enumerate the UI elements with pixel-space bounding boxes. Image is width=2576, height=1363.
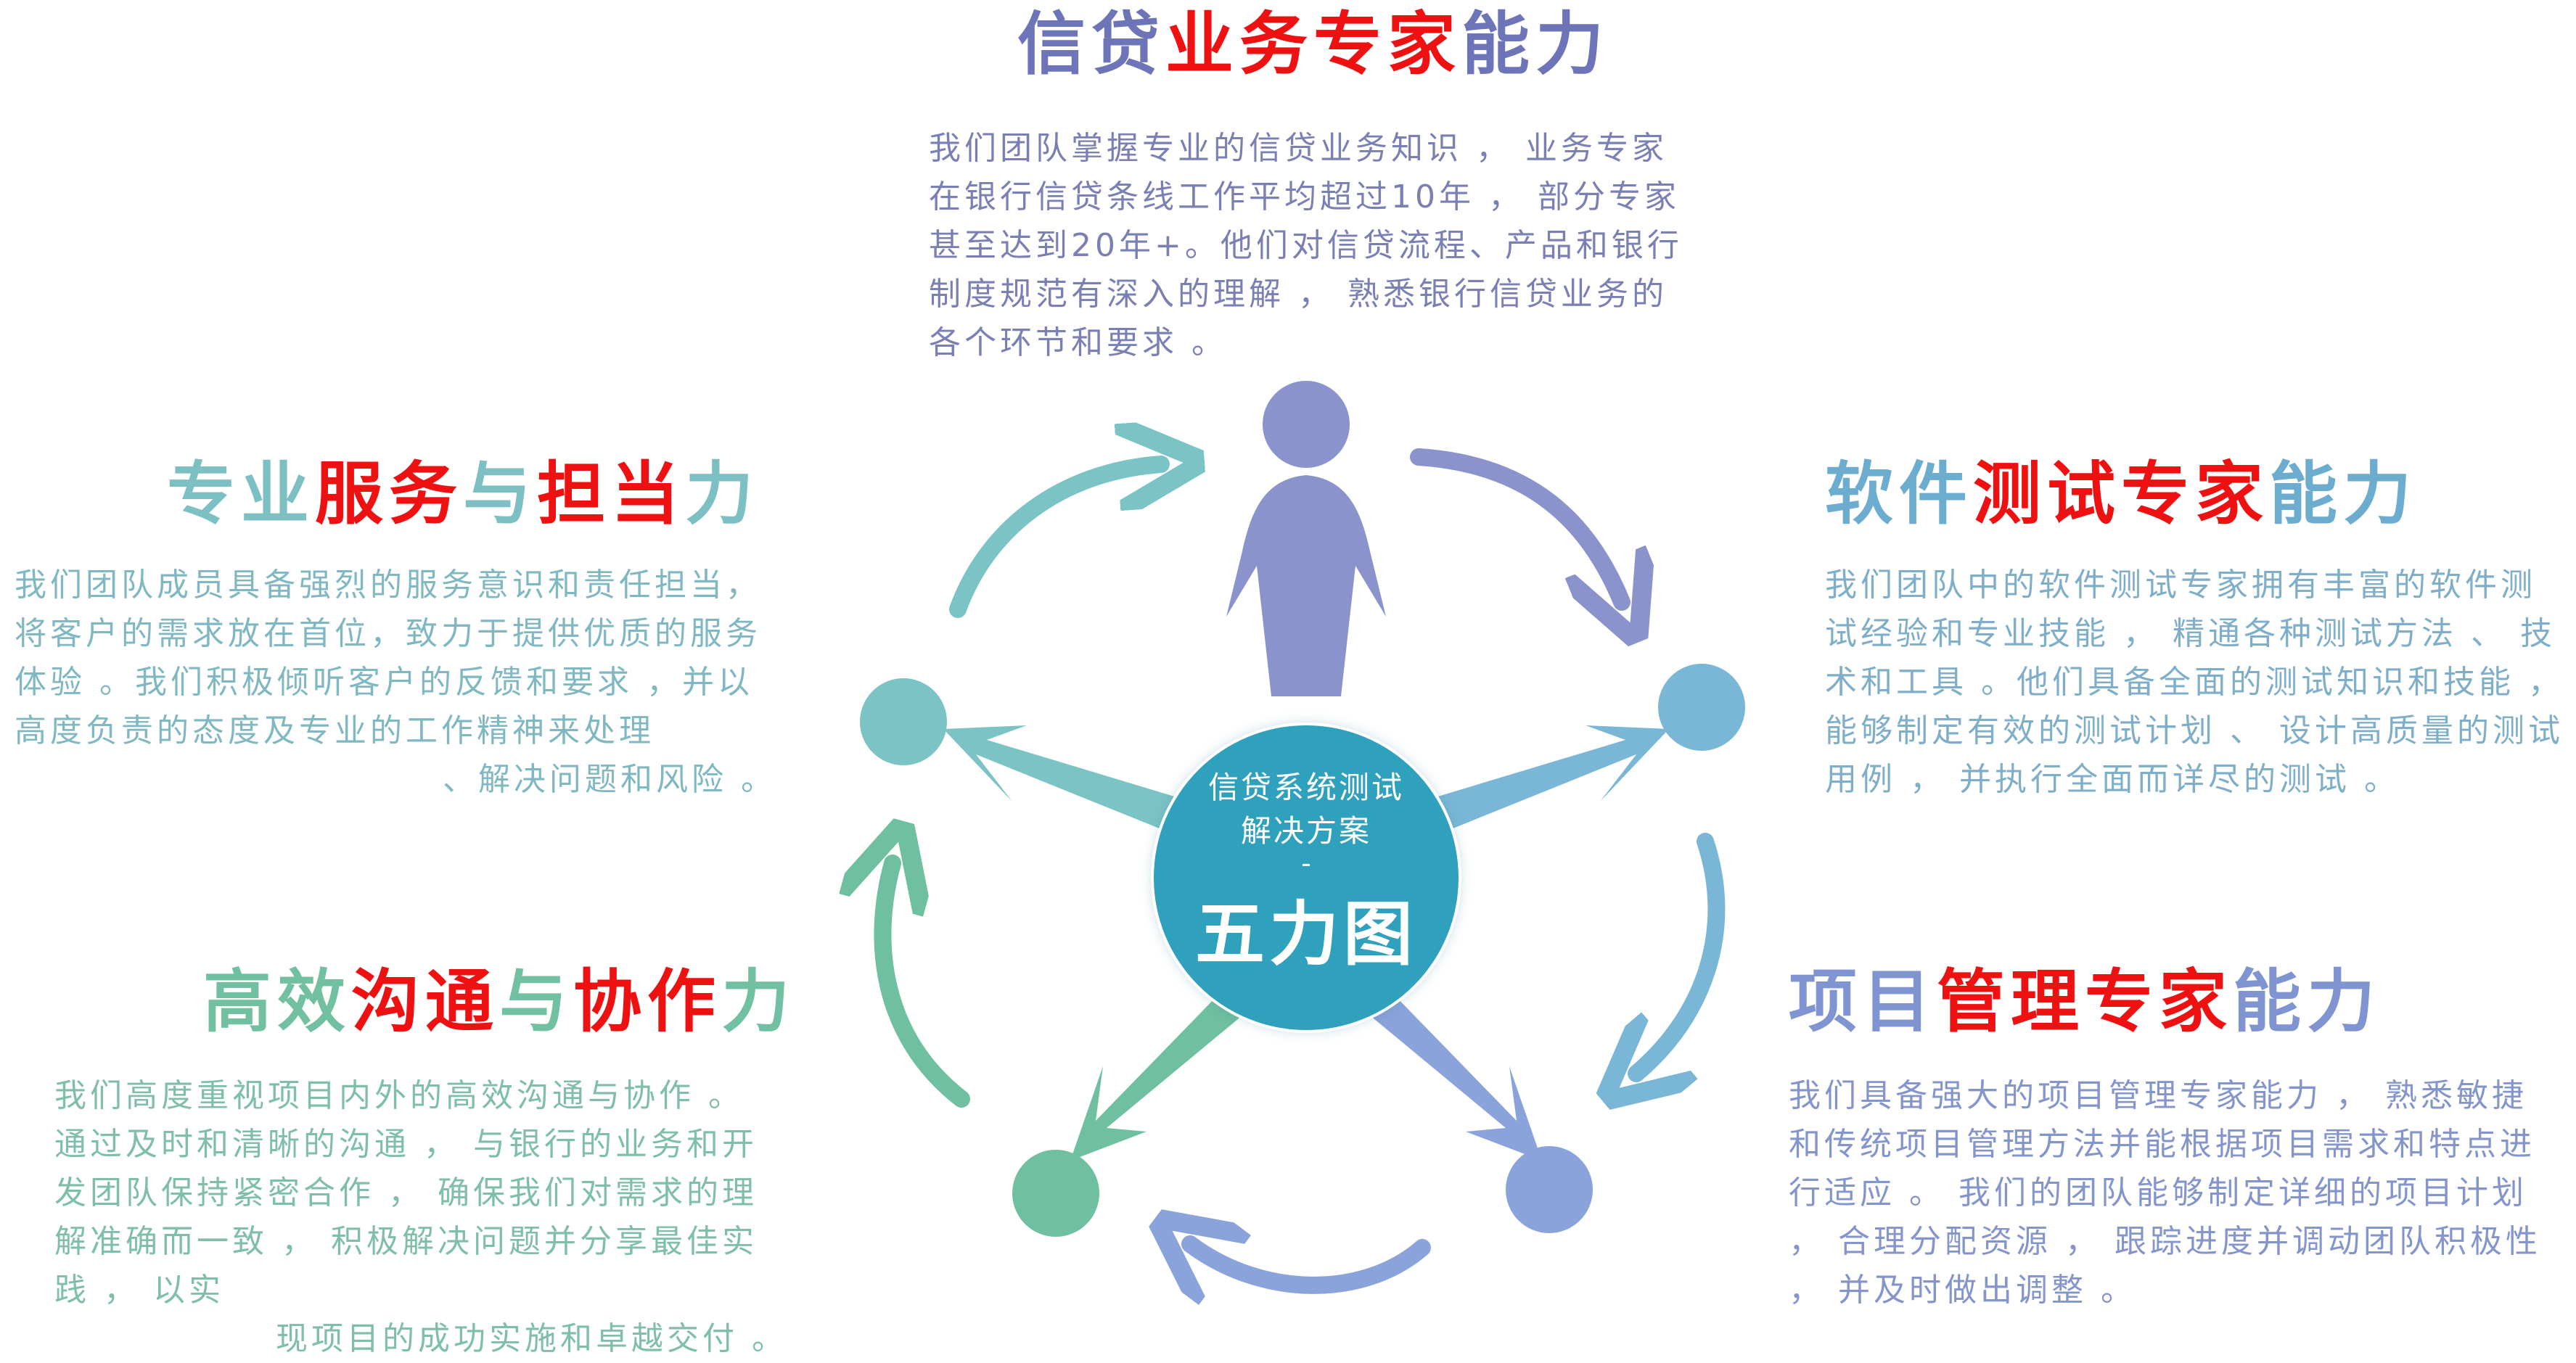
hub-line-1: 信贷系统测试	[1207, 770, 1404, 805]
block-body: 我们团队掌握专业的信贷业务知识 ， 业务专家在银行信贷条线工作平均超过10年 ，…	[929, 130, 1683, 362]
block-body: 我们具备强大的项目管理专家能力 ， 熟悉敏捷和传统项目管理方法并能根据项目需求和…	[1789, 1077, 2541, 1309]
node-left	[860, 678, 947, 765]
hub-title: 五力图	[1195, 894, 1417, 975]
block-body-last: 、解决问题和风险 。	[443, 761, 776, 799]
block-communication: 高效沟通与协作力 我们高度重视项目内外的高效沟通与协作 。 通过及时和清晰的沟通…	[54, 963, 796, 1363]
cycle-arrow-icon	[949, 464, 1161, 618]
block-body: 我们高度重视项目内外的高效沟通与协作 。 通过及时和清晰的沟通 ， 与银行的业务…	[54, 1071, 787, 1363]
person-head-icon	[1263, 381, 1350, 468]
hub-line-3: -	[1301, 847, 1311, 879]
cycle-arrow-icon	[1636, 833, 1726, 1074]
block-credit-business: 信贷业务专家能力 我们团队掌握专业的信贷业务知识 ， 业务专家在银行信贷条线工作…	[929, 7, 1698, 367]
block-body: 我们团队中的软件测试专家拥有丰富的软件测试经验和专业技能 ， 精通各种测试方法 …	[1825, 567, 2564, 799]
hub-line-2: 解决方案	[1240, 813, 1371, 849]
block-title: 信贷业务专家能力	[1017, 5, 1610, 84]
center-hub: 信贷系统测试 解决方案 - 五力图	[1154, 725, 1459, 1030]
cycle-arrow-icon	[1190, 1244, 1431, 1285]
arm-left	[943, 725, 1179, 831]
cycle-arrow-icon	[882, 863, 970, 1108]
block-project-management: 项目管理专家能力 我们具备强大的项目管理专家能力 ， 熟悉敏捷和传统项目管理方法…	[1789, 965, 2543, 1314]
block-body: 我们团队成员具备强烈的服务意识和责任担当，将客户的需求放在首位，致力于提供优质的…	[15, 561, 776, 804]
arm-bottom-right	[1357, 990, 1542, 1161]
node-bottom-left	[1012, 1150, 1099, 1237]
arm-right	[1433, 725, 1669, 831]
node-right	[1658, 664, 1745, 751]
cycle-arrow-icon	[1410, 448, 1622, 602]
block-software-testing: 软件测试专家能力 我们团队中的软件测试专家拥有丰富的软件测试经验和专业技能 ， …	[1825, 457, 2565, 804]
block-service: 专业服务与担当力 我们团队成员具备强烈的服务意识和责任担当，将客户的需求放在首位…	[15, 457, 776, 804]
node-bottom-right	[1506, 1146, 1593, 1233]
block-title: 专业服务与担当力	[167, 455, 760, 534]
block-title: 项目管理专家能力	[1789, 963, 2382, 1042]
five-force-diagram	[0, 381, 1745, 1323]
block-body-last: 现项目的成功实施和卓越交付 。	[276, 1320, 787, 1358]
block-title: 软件测试专家能力	[1825, 455, 2418, 534]
arm-bottom-left	[1070, 990, 1255, 1161]
person-figure	[1226, 381, 1386, 696]
block-title: 高效沟通与协作力	[203, 963, 796, 1042]
